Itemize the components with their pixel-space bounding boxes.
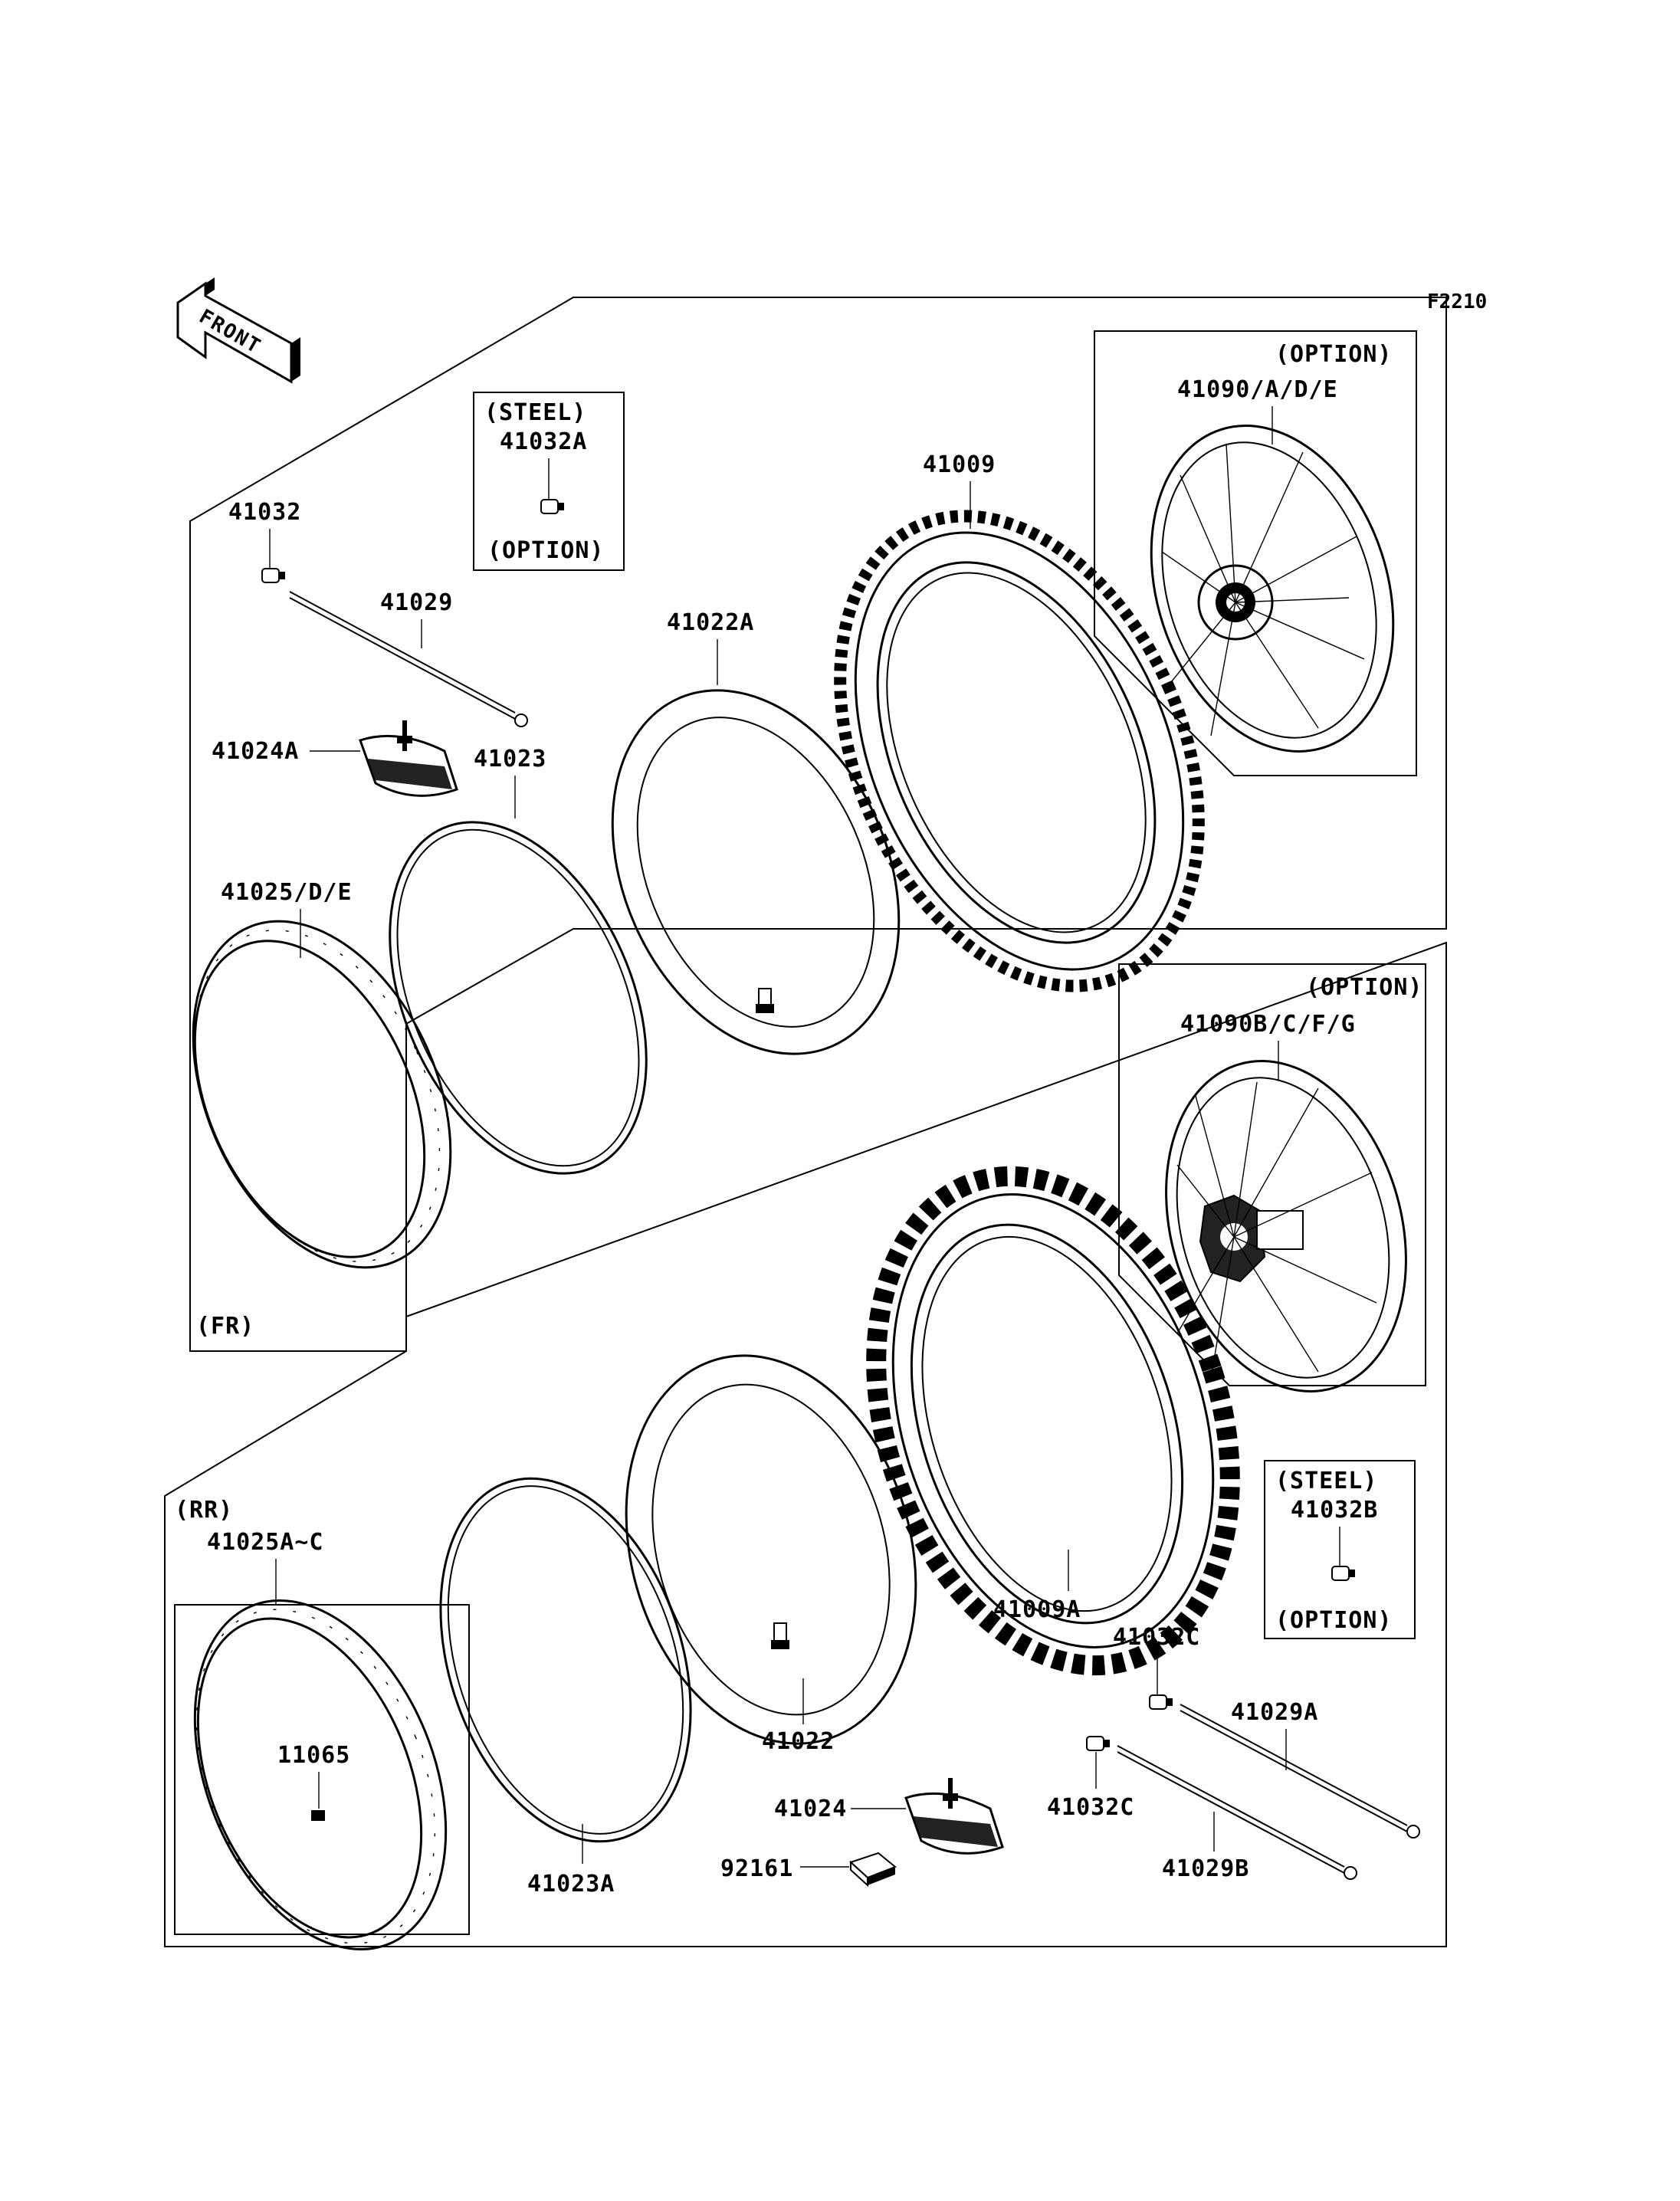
label-41090ADE: 41090/A/D/E [1177,376,1338,403]
label-41032B: 41032B [1291,1497,1378,1524]
nipple-41032B [1331,1566,1355,1581]
box-41032A [473,392,625,571]
spoke-41029B [1117,1745,1357,1880]
box-41090BCFG [1118,963,1426,1386]
label-41024A: 41024A [212,738,299,765]
label-41090BCFG: 41090B/C/F/G [1180,1011,1356,1038]
front-arrow-icon: FRONT [176,277,300,384]
option-note-41090ADE: (OPTION) [1275,341,1393,368]
tire-41009A [866,1166,1240,1676]
nipple-41032A [540,499,564,514]
nipple-41032C-lower [1086,1736,1110,1751]
tube-41022A [611,689,901,1055]
label-41029: 41029 [380,589,453,616]
label-41029B: 41029B [1162,1855,1249,1882]
label-41029A: 41029A [1231,1699,1318,1726]
rimlock-41024A [359,720,458,797]
nipple-41032 [261,568,285,583]
label-41025DE: 41025/D/E [221,879,353,906]
label-41022A: 41022A [667,609,754,636]
label-11065: 11065 [277,1742,350,1769]
option-note-41032A: (OPTION) [487,537,605,564]
label-41023A: 41023A [527,1871,615,1898]
wheel-41090BCFG [1165,1060,1407,1392]
spoke-41029 [289,591,528,727]
label-41032: 41032 [228,499,301,526]
tube-41022 [625,1354,917,1745]
label-41009A: 41009A [993,1596,1081,1623]
spoke-41029A [1180,1704,1420,1839]
rim-41025AC [193,1599,448,1951]
figure-code: F2210 [1427,290,1487,313]
label-41032C-upper: 41032C [1113,1624,1200,1651]
label-41024: 41024 [774,1796,847,1822]
tire-41009 [834,510,1205,992]
box-41025AC [174,1604,470,1935]
label-92161: 92161 [720,1855,793,1882]
box-41090ADE [1094,330,1417,776]
front-section-label: (FR) [196,1313,254,1340]
rim-41025DE [192,920,452,1269]
wheel-41090ADE [1150,425,1395,753]
label-41032A: 41032A [500,428,587,455]
part-92161 [849,1852,897,1888]
label-41022: 41022 [762,1728,835,1755]
part-11065 [311,1810,325,1821]
label-41009: 41009 [923,451,996,478]
option-note-41032B: (OPTION) [1275,1607,1393,1634]
box-41032B [1264,1460,1416,1639]
rear-group-border [164,941,1447,1947]
rimlock-41024 [904,1778,1004,1855]
option-note-41090BCFG: (OPTION) [1306,974,1423,1001]
label-41025AC: 41025A~C [207,1529,324,1556]
front-group-border [189,297,1447,1352]
rimband-41023 [389,821,648,1175]
rimband-41023A [439,1477,692,1843]
steel-note-41032A: (STEEL) [484,399,586,426]
nipple-41032C-upper [1149,1694,1173,1710]
label-41032C-lower: 41032C [1047,1794,1134,1821]
rear-section-label: (RR) [175,1497,233,1524]
label-41023: 41023 [474,746,546,772]
steel-note-41032B: (STEEL) [1275,1468,1377,1494]
